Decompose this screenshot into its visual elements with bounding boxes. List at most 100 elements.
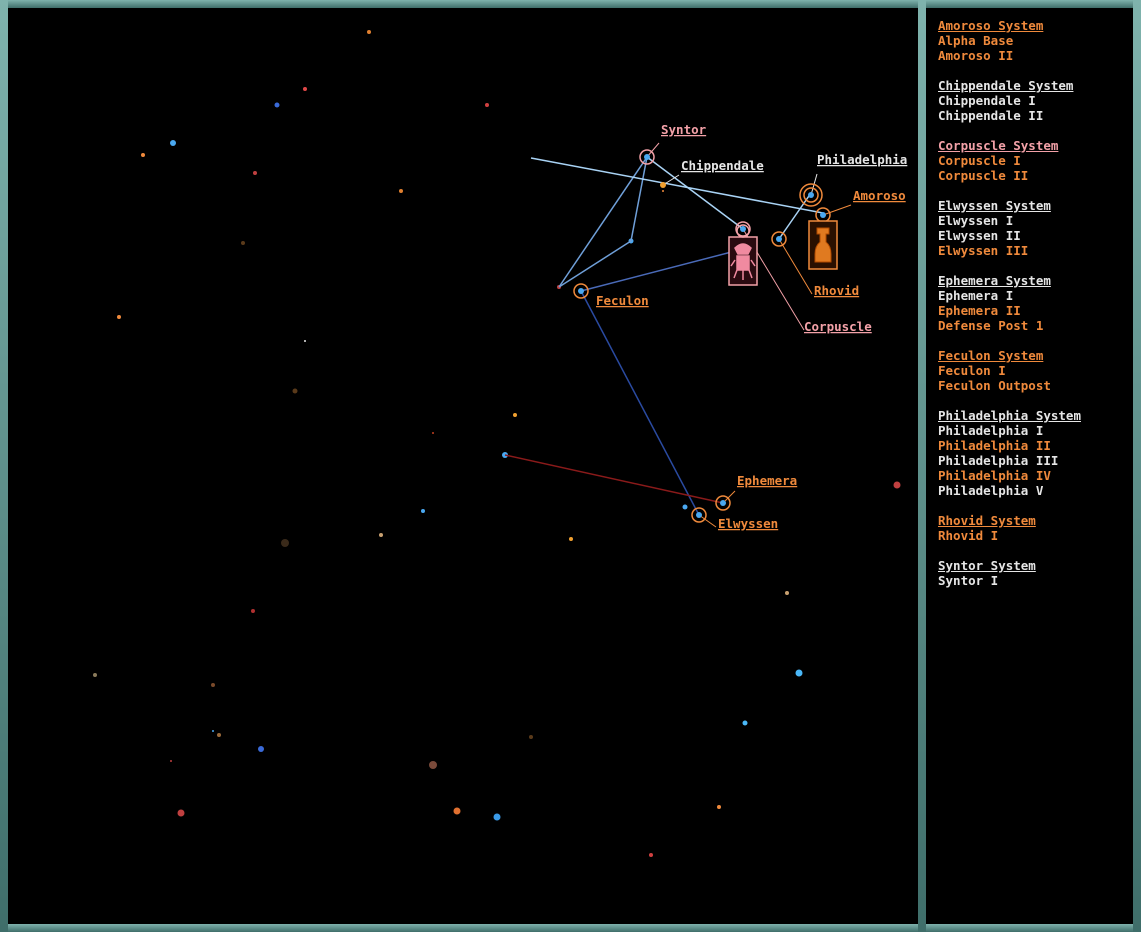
planet-item[interactable]: Chippendale II [938,108,1044,123]
planet-item[interactable]: Philadelphia V [938,483,1044,498]
system-ring[interactable] [691,507,707,523]
star [485,103,489,107]
system-star[interactable] [720,500,726,506]
system-label[interactable]: Amoroso [853,188,906,203]
system-star[interactable] [808,192,814,198]
system-star[interactable] [696,512,702,518]
system-title[interactable]: Rhovid System [938,513,1036,528]
route-line [630,156,648,242]
system-label[interactable]: Feculon [596,293,649,308]
system-star[interactable] [776,236,782,242]
planet-item[interactable]: Alpha Base [938,33,1014,48]
system-label[interactable]: Chippendale [681,158,764,173]
system-star[interactable] [660,182,666,188]
star [893,481,901,489]
planet-item[interactable]: Chippendale I [938,93,1036,108]
system-star[interactable] [820,212,826,218]
system-title[interactable]: Chippendale System [938,78,1074,93]
planet-item[interactable]: Corpuscle I [938,153,1021,168]
frame-left [0,0,8,932]
system-ring-outer[interactable] [799,183,823,207]
system-ring[interactable] [639,149,655,165]
planet-item[interactable]: Amoroso II [938,48,1014,63]
star [569,537,573,541]
system-title[interactable]: Corpuscle System [938,138,1059,153]
star [211,683,215,687]
system-star[interactable] [644,154,650,160]
star [93,673,97,677]
label-leader [778,238,813,295]
frame-bottom [0,924,1141,932]
star [251,609,255,613]
star [253,171,257,175]
planet-item[interactable]: Philadelphia III [938,453,1059,468]
planet-item[interactable]: Rhovid I [938,528,999,543]
system-label[interactable]: Corpuscle [804,319,872,334]
route-line [580,290,700,516]
star [399,189,403,193]
system-ring[interactable] [803,187,819,203]
star [281,539,289,547]
planet-item[interactable]: Philadelphia II [938,438,1051,453]
system-title[interactable]: Elwyssen System [938,198,1051,213]
star [795,669,803,677]
planet-item[interactable]: Feculon Outpost [938,378,1051,393]
star [432,432,434,434]
system-ring[interactable] [771,231,787,247]
system-star[interactable] [740,226,746,232]
planet-item[interactable]: Feculon I [938,363,1006,378]
star [421,509,425,513]
system-title[interactable]: Feculon System [938,348,1044,363]
star [274,102,280,108]
system-label[interactable]: Philadelphia [817,152,907,167]
frame-top [0,0,1141,8]
system-title[interactable]: Syntor System [938,558,1036,573]
planet-item[interactable]: Ephemera II [938,303,1021,318]
star [170,760,172,762]
system-label[interactable]: Ephemera [737,473,797,488]
system-ring[interactable] [715,495,731,511]
label-leader [646,142,660,158]
planet-item[interactable]: Elwyssen III [938,243,1029,258]
system-star[interactable] [578,288,584,294]
route-line [530,157,824,214]
star [429,761,437,769]
planet-item[interactable]: Defense Post 1 [938,318,1044,333]
star [529,735,533,739]
planet-item[interactable]: Elwyssen I [938,213,1014,228]
planet-item[interactable]: Corpuscle II [938,168,1029,183]
system-ring[interactable] [573,283,589,299]
system-title[interactable]: Ephemera System [938,273,1051,288]
corpuscle-marker-ring[interactable] [736,224,750,238]
planet-item[interactable]: Elwyssen II [938,228,1021,243]
star [117,315,121,319]
frame-divider [918,0,926,932]
system-label[interactable]: Syntor [661,122,707,137]
planet-item[interactable]: Philadelphia IV [938,468,1051,483]
planet-item[interactable]: Ephemera I [938,288,1014,303]
system-ring[interactable] [735,221,751,237]
route-line [580,248,744,292]
planet-item[interactable]: Philadelphia I [938,423,1044,438]
planet-item[interactable]: Syntor I [938,573,999,588]
route-line [558,240,632,288]
vase-creature-icon [814,227,832,263]
star [742,720,748,726]
star [258,746,264,752]
system-title[interactable]: Philadelphia System [938,408,1081,423]
star [717,805,721,809]
system-label[interactable]: Elwyssen [718,516,778,531]
system-title[interactable]: Amoroso System [938,18,1044,33]
star [367,30,371,34]
star [303,87,307,91]
system-label[interactable]: Rhovid [814,283,859,298]
